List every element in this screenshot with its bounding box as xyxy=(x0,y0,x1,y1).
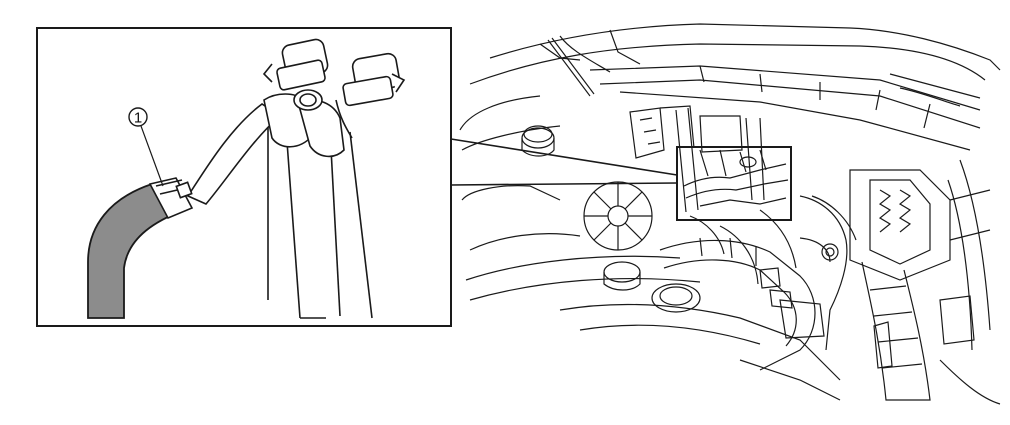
callout-leader xyxy=(140,125,164,187)
reservoir-cap-left xyxy=(521,125,555,157)
callout-number: 1 xyxy=(134,110,142,127)
cowl-panel xyxy=(589,65,981,151)
zoom-box xyxy=(676,146,792,221)
upper-pipe xyxy=(186,93,345,205)
hood-outline xyxy=(489,23,1001,71)
heater-pipes xyxy=(267,120,373,319)
cooling-fan xyxy=(583,181,653,251)
connector-right xyxy=(335,52,406,139)
intake-pipe xyxy=(861,261,931,401)
zoom-leaders xyxy=(450,138,678,186)
engine-bay-overview xyxy=(459,23,1001,405)
callout-circle xyxy=(128,107,148,127)
inset-detail: 1 xyxy=(36,27,452,327)
throttle-body xyxy=(849,169,991,281)
zoom-box-content xyxy=(683,149,789,207)
hose-clamp xyxy=(148,177,194,220)
hood-strut xyxy=(547,39,591,97)
connector-left xyxy=(262,38,329,111)
reservoir-cap-center xyxy=(603,261,701,313)
callout-1: 1 xyxy=(128,107,164,187)
intake-duct xyxy=(659,239,816,371)
